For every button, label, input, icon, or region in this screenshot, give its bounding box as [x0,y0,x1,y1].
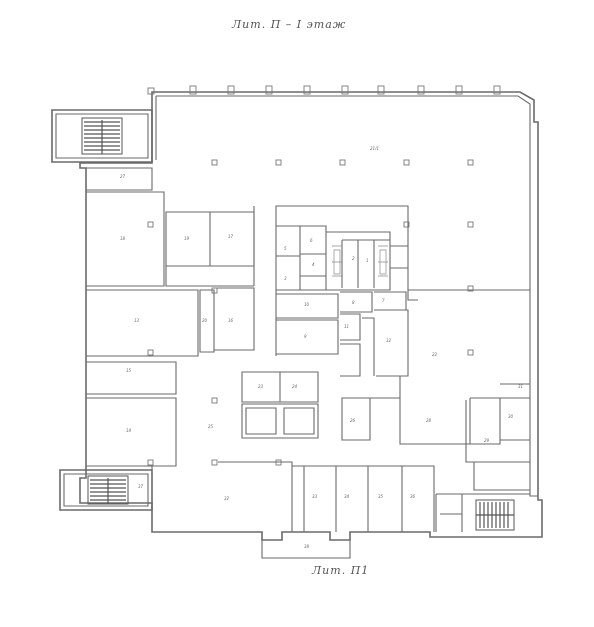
room-label: 34 [344,494,350,499]
room-label: 17 [228,234,234,239]
room-label: 31 [518,384,523,389]
interior-walls [86,167,530,532]
stair-top-left [81,117,123,155]
room-label: 12 [386,338,392,343]
room-label: 2 [352,256,355,261]
room-label: 3 [284,276,287,281]
room-label: 36 [410,494,416,499]
room-label: 9 [304,334,307,339]
room-label: 10 [304,302,310,307]
room-label: 5 [284,246,287,251]
room-label: 26 [350,418,356,423]
room-labels: 21/1 27 18 19 17 20 13 16 15 14 5 6 3 4 … [120,146,523,549]
room-label: 4 [312,262,315,267]
room-label: 25 [208,424,214,429]
room-label: 24 [292,384,298,389]
room-label: 32 [224,496,230,501]
room-label: 18 [120,236,126,241]
room-label: 7 [382,298,385,303]
room-label: 37 [138,484,144,489]
drawing-title: Лит. П – I этаж [232,18,347,31]
room-label: 1 [366,258,369,263]
room-label: 35 [378,494,384,499]
room-label: 16 [228,318,234,323]
room-label: 14 [126,428,132,433]
room-label: 29 [484,438,490,443]
room-label: 20 [202,318,208,323]
columns [147,159,474,466]
room-label: 13 [134,318,140,323]
stair-bottom-right [475,499,515,531]
drawing-subtitle: Лит. П1 [312,564,370,577]
top-wall-piers [147,85,501,95]
room-label: 30 [508,414,514,419]
stair-bottom-left [87,475,129,505]
room-label: 28 [426,418,432,423]
room-label: 15 [126,368,132,373]
room-label: 11 [344,324,349,329]
room-label: 21/1 [370,146,379,151]
room-label: 27 [120,174,126,179]
room-label: 33 [312,494,318,499]
room-label: 6 [310,238,313,243]
room-label: 8 [352,300,355,305]
outer-walls [51,91,543,559]
room-label: 23 [258,384,264,389]
room-label: 19 [184,236,190,241]
room-label: 22 [432,352,438,357]
room-label: 38 [304,544,310,549]
